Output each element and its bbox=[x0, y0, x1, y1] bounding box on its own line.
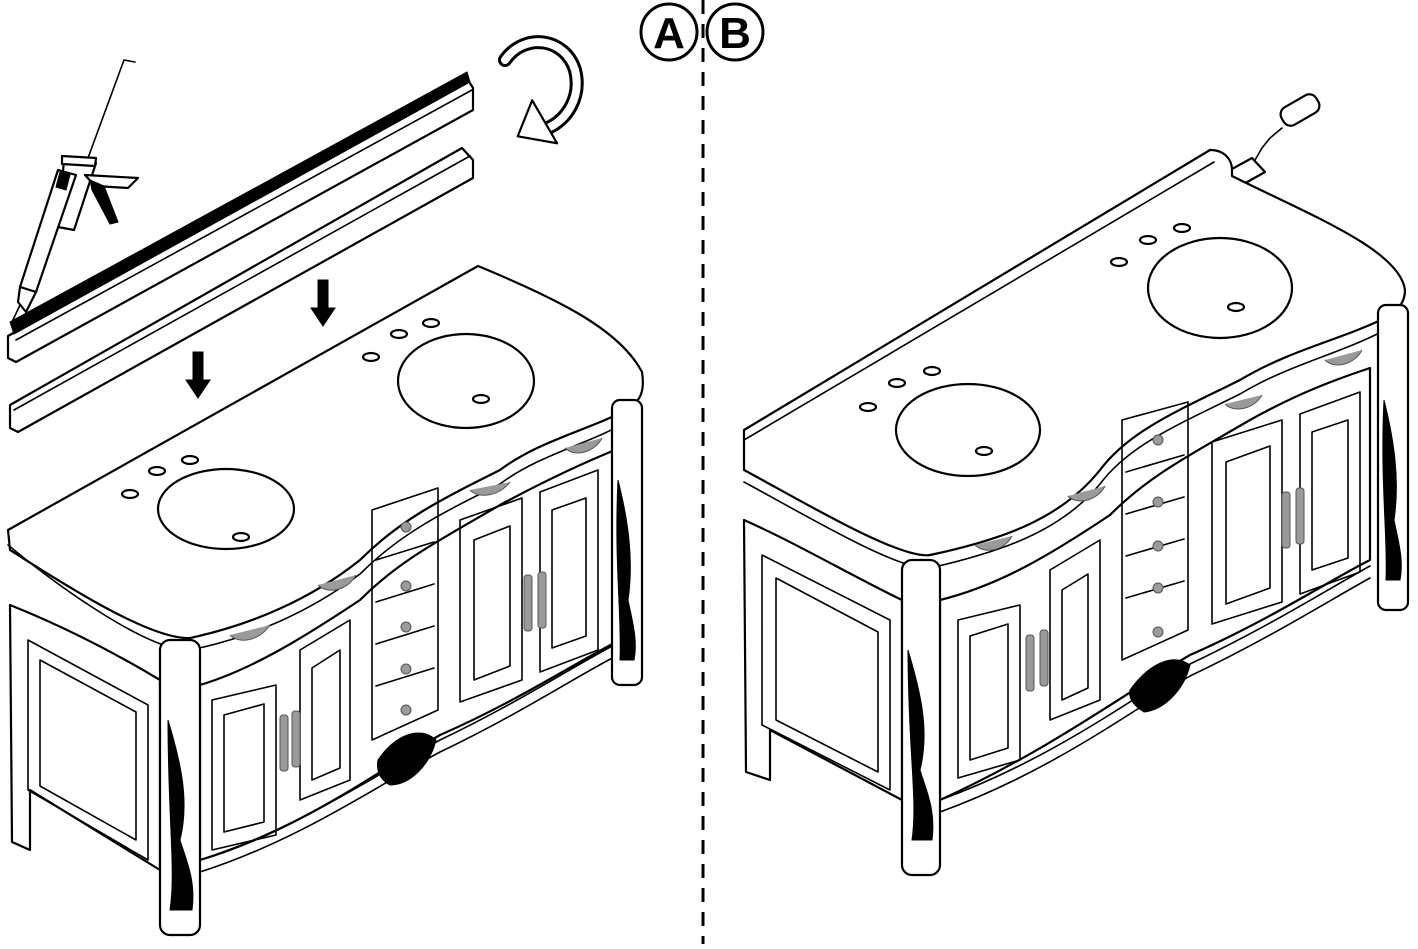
backsplash-upper bbox=[6, 71, 475, 364]
carved-leg-right bbox=[610, 398, 644, 687]
carved-leg-right-installed bbox=[1376, 303, 1410, 612]
svg-text:A: A bbox=[653, 9, 685, 58]
carved-leg-front-installed bbox=[900, 558, 942, 877]
carved-leg-front bbox=[158, 638, 202, 937]
svg-text:B: B bbox=[719, 9, 751, 58]
vanity-top bbox=[6, 264, 644, 651]
cabinet-hardware-installed bbox=[974, 349, 1363, 692]
backsplash-lower bbox=[8, 146, 475, 434]
vanity-top-installed bbox=[742, 148, 1407, 569]
cabinet-body bbox=[8, 446, 622, 873]
panel-a bbox=[6, 35, 644, 937]
cabinet-hardware bbox=[229, 437, 603, 772]
carved-apron-installed bbox=[1129, 659, 1191, 713]
carved-apron bbox=[377, 732, 437, 786]
panel-label-a: A bbox=[639, 2, 699, 62]
caulk-gun-icon bbox=[11, 59, 140, 323]
down-arrow-icon bbox=[185, 279, 336, 399]
panel-label-b: B bbox=[705, 2, 765, 62]
panel-b bbox=[742, 93, 1410, 877]
rotate-arrow-icon bbox=[498, 35, 584, 145]
